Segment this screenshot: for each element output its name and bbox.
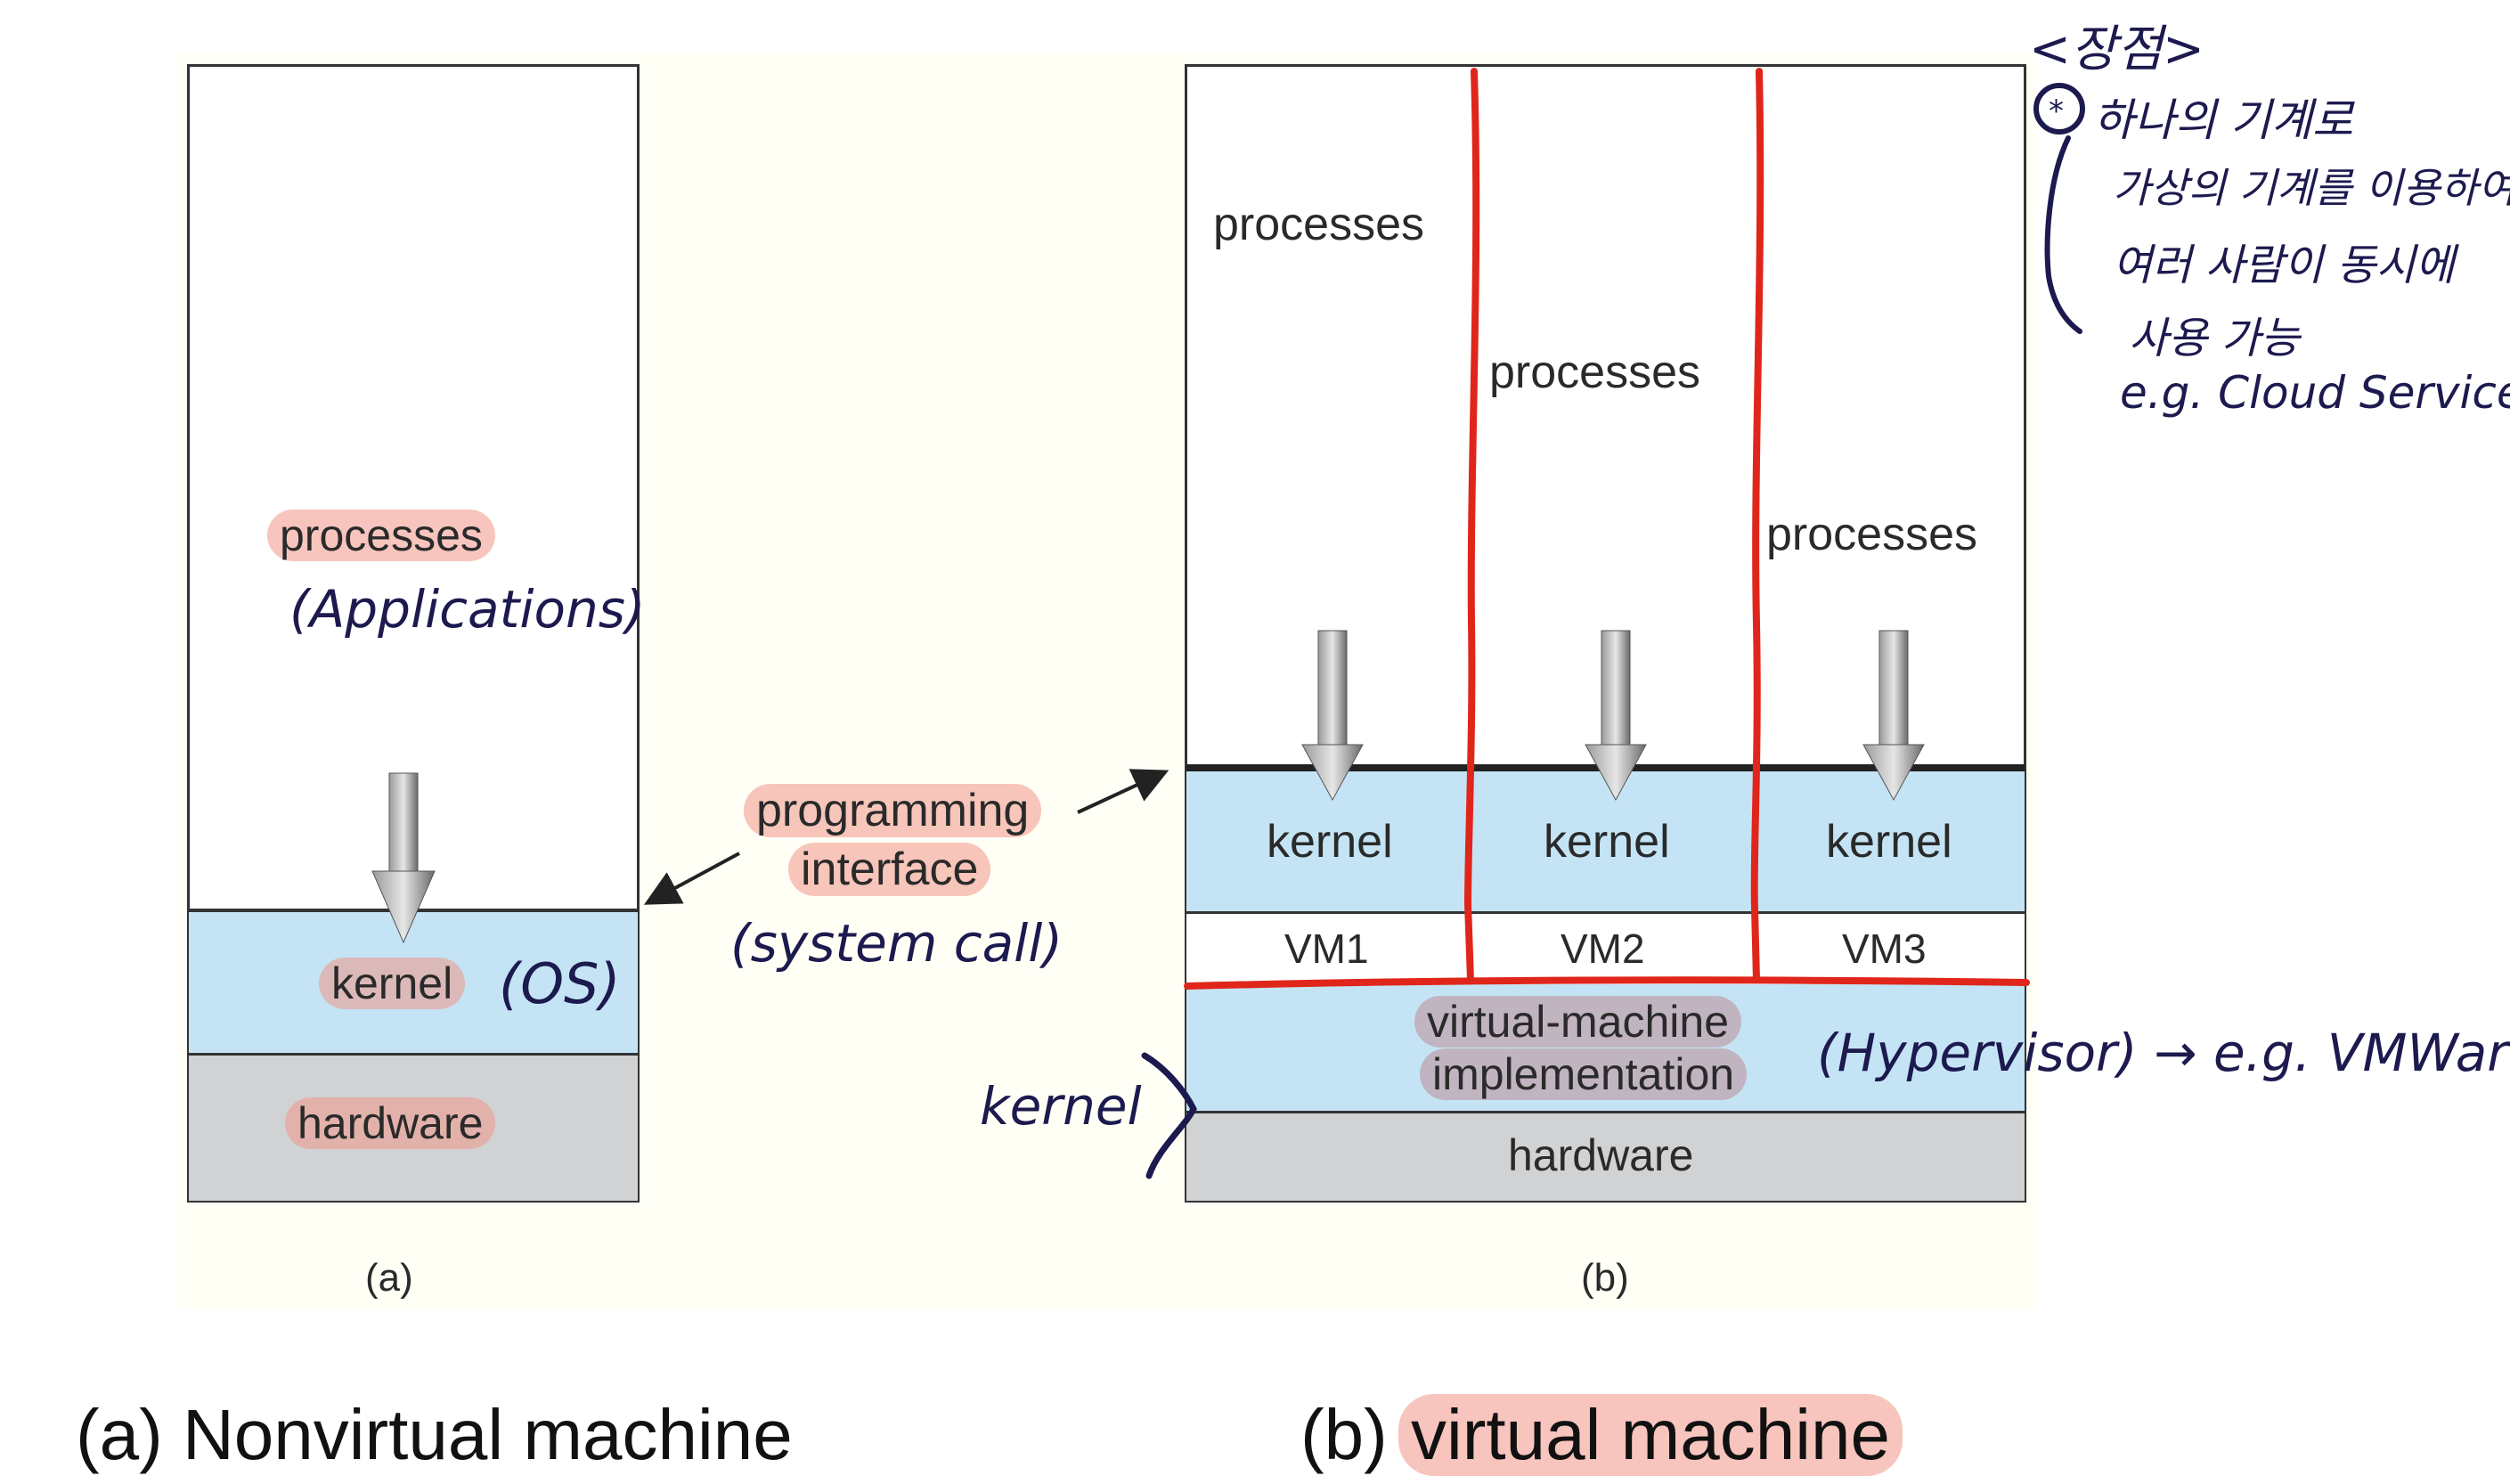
advantages-line-3: 여러 사람이 동시에 [2113, 241, 2455, 290]
system-call-note: (system call) [730, 913, 1063, 974]
svg-text:*: * [2049, 94, 2064, 129]
vm1-processes-label: processes [1213, 199, 1424, 250]
vm-base-separator [1184, 976, 2030, 990]
star-bullet-icon [2033, 83, 2085, 135]
vm2-kernel-label: kernel [1544, 816, 1670, 868]
interface-arrow-right [1077, 769, 1169, 814]
kernel-label-a: kernel [319, 958, 466, 1009]
caption-b-prefix: (b) [1300, 1395, 1388, 1474]
vm1-label: VM1 [1284, 925, 1369, 972]
syscall-arrow-a [371, 772, 436, 944]
syscall-arrow-vm2 [1585, 630, 1647, 802]
advantages-line-1: 하나의 기계로 [2093, 94, 2353, 146]
vm-implementation-label-1: virtual-machine [1414, 996, 1742, 1048]
vm-row [1186, 911, 2025, 984]
caption-letter-b: (b) [1581, 1256, 1629, 1300]
vm3-processes-label: processes [1766, 509, 1977, 560]
hypervisor-note: (Hypervisor) → e.g. VMWare [1817, 1023, 2510, 1083]
hardware-label-a: hardware [285, 1097, 496, 1149]
advantages-line-2: 가상의 기계를 이용하여 [2113, 164, 2510, 212]
kernel-bracket-note: kernel [980, 1076, 1142, 1137]
vm1-kernel-label: kernel [1267, 816, 1393, 868]
caption-letter-a: (a) [365, 1256, 413, 1300]
syscall-arrow-vm3 [1862, 630, 1925, 802]
vm-separator-2 [1750, 68, 1764, 983]
caption-b-highlight: virtual machine [1398, 1394, 1903, 1476]
hardware-layer-b [1186, 1111, 2025, 1201]
vm-separator-1 [1463, 68, 1480, 983]
notes-brace-icon [2044, 135, 2082, 334]
processes-label-a: processes [267, 510, 495, 561]
interface-arrow-left [643, 852, 740, 905]
vm2-processes-label: processes [1489, 347, 1700, 398]
kernel-brace-icon [1141, 1052, 1197, 1179]
vm-implementation-label-2: implementation [1420, 1048, 1748, 1100]
vm2-label: VM2 [1561, 925, 1645, 972]
applications-note: (Applications) [289, 579, 646, 640]
caption-a: (a) Nonvirtual machine [76, 1395, 793, 1474]
vm3-kernel-label: kernel [1826, 816, 1952, 868]
programming-interface-label-2: interface [788, 843, 991, 896]
hardware-label-b: hardware [1508, 1130, 1694, 1180]
vm3-label: VM3 [1842, 925, 1927, 972]
advantages-line-5: e.g. Cloud Service [2120, 367, 2510, 419]
syscall-arrow-vm1 [1301, 630, 1364, 802]
advantages-line-4: 사용 가능 [2129, 314, 2300, 363]
os-note: (OS) [499, 951, 621, 1016]
advantages-title: <장점> [2029, 20, 2204, 78]
programming-interface-label-1: programming [744, 784, 1042, 837]
